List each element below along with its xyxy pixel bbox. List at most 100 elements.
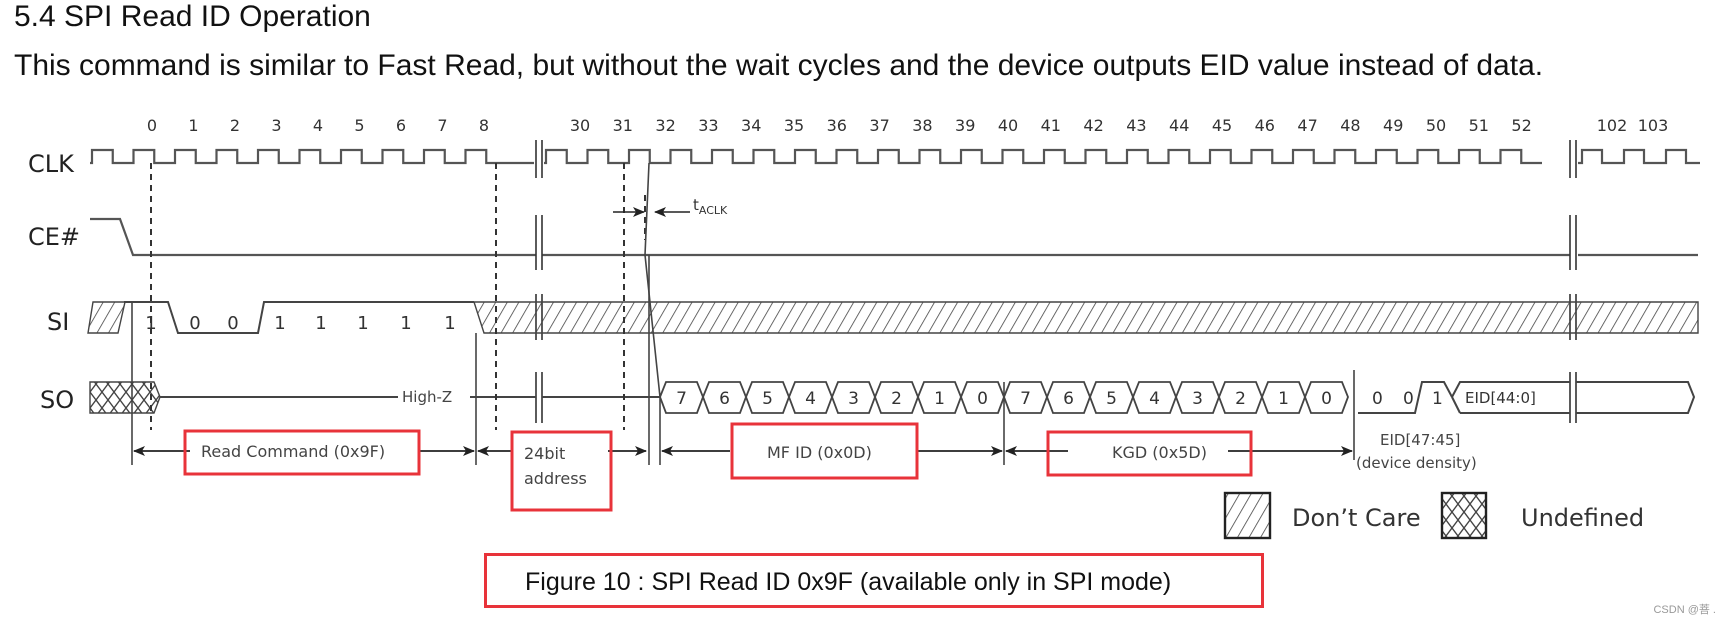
- si-bit: 0: [227, 313, 238, 334]
- si-waveform: 1 0 0 1 1 1 1 1: [87, 301, 1699, 334]
- figure-caption-box: Figure 10 : SPI Read ID 0x9F (available …: [484, 553, 1264, 608]
- so-eid-bit-1: 0: [1403, 389, 1414, 409]
- clock-label: 102: [1597, 116, 1628, 135]
- address-label-line2: address: [524, 469, 587, 488]
- clock-label: 7: [437, 116, 447, 135]
- so-bit: 4: [1149, 389, 1160, 409]
- si-bit: 1: [400, 313, 411, 334]
- so-bit: 3: [848, 389, 859, 409]
- signal-label-clk: CLK: [28, 150, 75, 178]
- clock-label: 37: [869, 116, 889, 135]
- so-bit: 7: [1020, 389, 1031, 409]
- clock-label: 39: [955, 116, 975, 135]
- dont-care-label: Don’t Care: [1292, 504, 1421, 532]
- guide-lines: [150, 163, 646, 430]
- si-bit: 1: [444, 313, 455, 334]
- so-bit: 0: [977, 389, 988, 409]
- eid-density-label-line1: EID[47:45]: [1380, 431, 1460, 449]
- read-command-highlight: [183, 429, 421, 476]
- intro-paragraph: This command is similar to Fast Read, bu…: [14, 49, 1544, 82]
- clock-label: 8: [479, 116, 489, 135]
- clock-label: 46: [1255, 116, 1275, 135]
- so-bit: 5: [762, 389, 773, 409]
- clock-label: 5: [354, 116, 364, 135]
- so-bit: 3: [1192, 389, 1203, 409]
- so-bit: 1: [934, 389, 945, 409]
- so-high-z-label: High-Z: [402, 388, 452, 406]
- clock-label: 31: [613, 116, 633, 135]
- so-eid-bit-0: 0: [1372, 389, 1383, 409]
- mf-id-label: MF ID (0x0D): [767, 443, 872, 462]
- clock-label: 51: [1469, 116, 1489, 135]
- undefined-label: Undefined: [1521, 504, 1644, 532]
- si-bit: 1: [274, 313, 285, 334]
- si-bit: 1: [315, 313, 326, 334]
- clock-label: 2: [230, 116, 240, 135]
- dont-care-swatch: [1223, 491, 1272, 540]
- so-eid-density-wave: [1358, 381, 1453, 414]
- si-bit: 1: [145, 313, 156, 334]
- clock-label: 45: [1212, 116, 1232, 135]
- kgd-label: KGD (0x5D): [1112, 443, 1207, 462]
- boundary-lines: [131, 162, 1355, 465]
- read-command-label: Read Command (0x9F): [201, 442, 385, 461]
- si-bit: 1: [357, 313, 368, 334]
- address-highlight: [510, 430, 613, 512]
- clock-label: 44: [1169, 116, 1189, 135]
- clock-label: 48: [1340, 116, 1360, 135]
- address-label-line1: 24bit: [524, 444, 565, 463]
- clock-label: 41: [1041, 116, 1061, 135]
- clock-label: 40: [998, 116, 1018, 135]
- so-bit: 1: [1278, 389, 1289, 409]
- so-eid-bus-label: EID[44:0]: [1465, 389, 1536, 407]
- clock-label: 4: [313, 116, 323, 135]
- mf-id-highlight: [730, 422, 919, 480]
- so-bit: 4: [805, 389, 816, 409]
- svg-text:tACLK: tACLK: [693, 196, 728, 217]
- so-bit: 7: [676, 389, 687, 409]
- section-heading: 5.4 SPI Read ID Operation: [14, 0, 371, 33]
- clock-label: 103: [1638, 116, 1669, 135]
- clock-label: 50: [1426, 116, 1446, 135]
- clock-label: 36: [827, 116, 847, 135]
- clock-label: 42: [1083, 116, 1103, 135]
- si-bit: 0: [189, 313, 200, 334]
- clock-label: 30: [570, 116, 590, 135]
- t-aclk-label: t: [693, 196, 699, 214]
- clock-label: 49: [1383, 116, 1403, 135]
- clk-segment-2: [544, 148, 1542, 165]
- time-break-marks: [535, 140, 1577, 423]
- clock-label: 35: [784, 116, 804, 135]
- clock-label: 1: [188, 116, 198, 135]
- so-bit-cell: [1304, 381, 1349, 414]
- so-eid-bit-2: 1: [1432, 389, 1443, 409]
- clk-waveform: [90, 148, 1700, 165]
- clock-label: 3: [271, 116, 281, 135]
- eid-density-label-line2: (device density): [1356, 454, 1477, 472]
- so-bit: 2: [891, 389, 902, 409]
- clock-label: 43: [1126, 116, 1146, 135]
- signal-label-ce: CE#: [28, 223, 80, 251]
- clk-segment-3: [1578, 148, 1700, 165]
- clock-label: 6: [396, 116, 406, 135]
- signal-label-si: SI: [47, 308, 69, 336]
- clock-label: 38: [912, 116, 932, 135]
- clock-label: 32: [655, 116, 675, 135]
- so-bit: 6: [1063, 389, 1074, 409]
- signal-label-so: SO: [40, 386, 74, 414]
- undefined-swatch: [1440, 491, 1488, 540]
- clock-label: 34: [741, 116, 761, 135]
- clock-label: 52: [1511, 116, 1531, 135]
- clock-label: 0: [147, 116, 157, 135]
- clock-label: 47: [1297, 116, 1317, 135]
- t-aclk-annotation: tACLK: [613, 196, 728, 217]
- watermark: CSDN @菩 .: [1653, 604, 1716, 616]
- clk-segment-1: [90, 148, 534, 165]
- ce-waveform: [90, 217, 1698, 257]
- figure-caption: Figure 10 : SPI Read ID 0x9F (available …: [525, 568, 1172, 596]
- so-bit: 5: [1106, 389, 1117, 409]
- legend: Don’t Care Undefined: [1223, 491, 1644, 540]
